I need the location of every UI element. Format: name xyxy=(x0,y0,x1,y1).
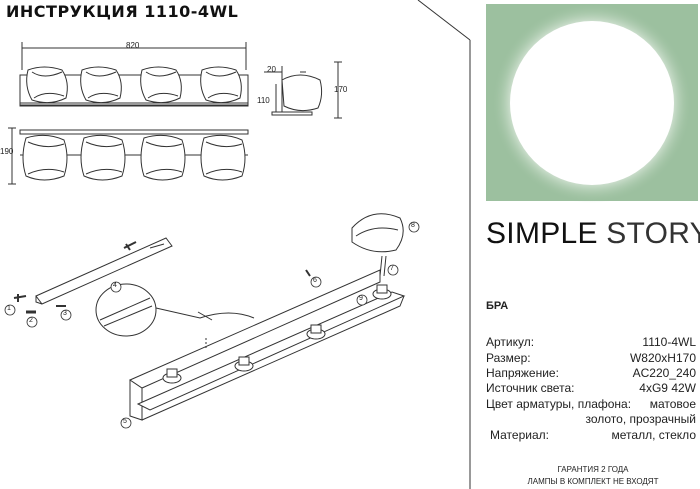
panel-divider xyxy=(417,0,471,41)
shade xyxy=(22,134,68,181)
callout-number: 8 xyxy=(411,222,415,229)
callout-number: 6 xyxy=(313,277,317,284)
shade xyxy=(26,66,68,104)
dim-width: 820 xyxy=(126,41,140,50)
callout-number: 4 xyxy=(113,282,117,289)
spec-value: AC220_240 xyxy=(632,366,696,380)
dim-height-front: 190 xyxy=(0,147,14,156)
callout-number: 9 xyxy=(359,295,363,302)
front-view xyxy=(19,42,249,107)
exploded-view xyxy=(13,213,406,421)
shade xyxy=(200,66,242,104)
callout-number: 7 xyxy=(390,265,394,272)
spec-label: Напряжение: xyxy=(486,366,559,380)
spec-label: Материал: xyxy=(490,428,549,442)
front-view-2 xyxy=(8,127,249,185)
spec-value: матовое xyxy=(649,397,696,411)
spec-value: 1110-4WL xyxy=(642,335,696,349)
document-title: ИНСТРУКЦИЯ 1110-4WL xyxy=(6,2,239,21)
product-type: БРА xyxy=(486,300,509,312)
shade xyxy=(80,134,126,181)
shade xyxy=(140,134,186,181)
shade xyxy=(200,134,246,181)
lamp-holder xyxy=(306,324,326,340)
callout-number: 2 xyxy=(29,317,33,324)
callouts xyxy=(4,221,420,429)
spec-value: золото, прозрачный xyxy=(585,412,696,426)
warranty-note: ГАРАНТИЯ 2 ГОДА xyxy=(557,465,629,474)
side-view xyxy=(264,61,342,119)
shade xyxy=(140,66,182,104)
dim-height-side: 170 xyxy=(334,85,348,94)
brand-right: STORY xyxy=(606,217,700,250)
lamp-holder xyxy=(162,368,182,384)
spec-label: Цвет арматуры, плафона: xyxy=(486,397,632,411)
brand-logo: SIMPLE STORY xyxy=(486,217,700,251)
bulbs-note: ЛАМПЫ В КОМПЛЕКТ НЕ ВХОДЯТ xyxy=(527,477,659,486)
brand-left: SIMPLE xyxy=(486,217,598,250)
glass-shade xyxy=(351,213,404,253)
spec-value: металл, стекло xyxy=(611,428,696,442)
spec-label: Источник света: xyxy=(486,381,575,395)
callout-number: 5 xyxy=(123,418,127,425)
callout-number: 3 xyxy=(63,310,67,317)
spec-label: Артикул: xyxy=(486,335,535,349)
spec-label: Размер: xyxy=(486,351,531,365)
dim-height-back: 110 xyxy=(257,96,270,105)
spec-value: W820xH170 xyxy=(629,351,696,365)
wiring-detail-circle xyxy=(95,283,157,337)
lamp-holder xyxy=(234,356,254,372)
product-globe xyxy=(510,21,674,185)
spec-value: 4xG9 42W xyxy=(639,381,696,395)
callout-number: 1 xyxy=(7,305,11,312)
lamp-holder xyxy=(372,284,392,300)
shade xyxy=(80,66,122,104)
dim-depth: 20 xyxy=(267,65,276,74)
